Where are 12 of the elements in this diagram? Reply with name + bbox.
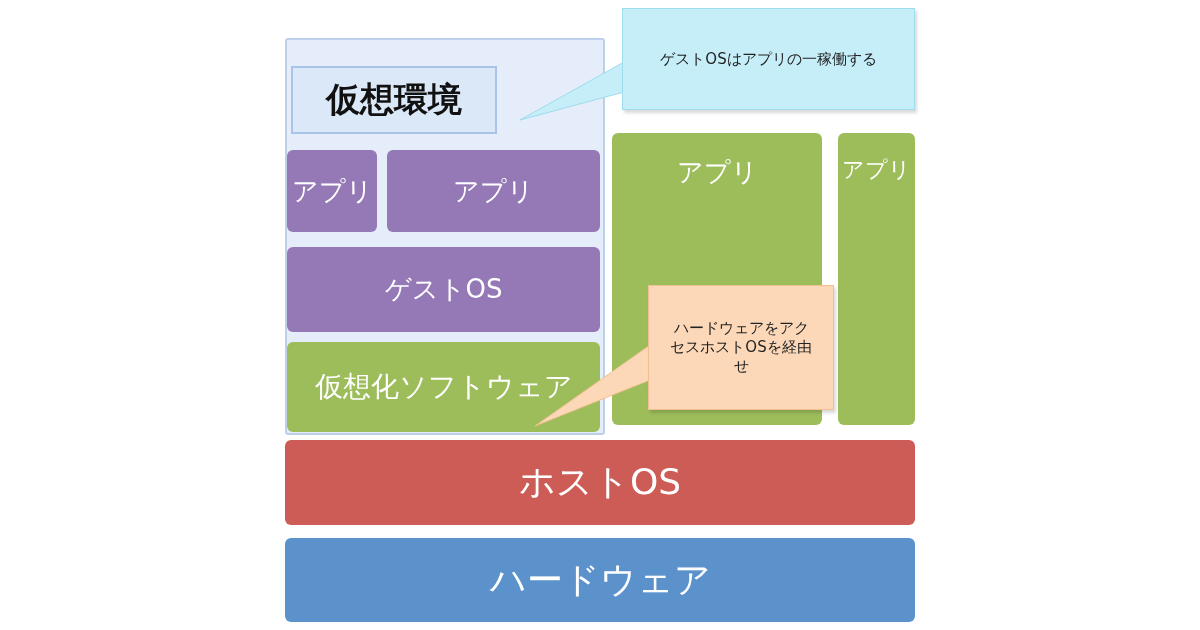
layer-box: アプリ (387, 150, 600, 232)
app-box: アプリ (838, 133, 915, 425)
callout-pointer (534, 344, 651, 427)
heading-label: 仮想環境 (291, 66, 497, 134)
layer-box: ゲストOS (287, 247, 600, 332)
callout-pointer (519, 61, 625, 121)
environment-panel (285, 38, 605, 435)
callout-box: ゲストOSはアプリの一稼働する (622, 8, 915, 110)
layer-box: 仮想化ソフトウェア (287, 342, 600, 432)
layer-box: ハードウェア (285, 538, 915, 622)
layer-box: ホストOS (285, 440, 915, 525)
layer-box: アプリ (287, 150, 377, 232)
